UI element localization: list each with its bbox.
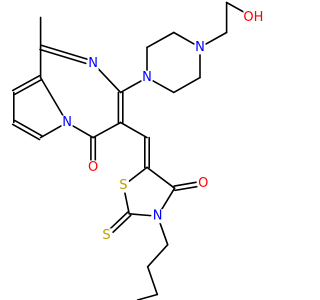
bond-a18-a19 <box>146 31 175 49</box>
atom-n-a20: N <box>194 40 206 55</box>
bond-a20-a23 <box>205 31 228 45</box>
atom-s-a33: S <box>101 228 112 243</box>
atom-label-background <box>87 160 99 175</box>
bond-a27-a28 <box>128 166 148 183</box>
bond-a7-a16-line1 <box>40 44 88 60</box>
atom-o-a32: O <box>197 176 209 191</box>
atom-label: N <box>62 115 72 130</box>
atom-label: O <box>198 176 208 191</box>
bond-a30-a34 <box>159 222 169 246</box>
bond-a11-a6 <box>39 76 65 118</box>
bond-a24-a25 <box>225 1 245 13</box>
bond-a19-a20 <box>173 31 195 45</box>
atom-label: N <box>195 40 205 55</box>
bond-layer <box>11 1 245 300</box>
bond-a35-a36 <box>146 265 159 296</box>
bond-a29-a33-line1 <box>112 214 132 233</box>
atom-oh-a25: OH <box>243 10 263 25</box>
bond-a9-a10-line2 <box>11 123 41 141</box>
atom-label-background <box>87 56 99 71</box>
atom-label-layer: N O N N N OH S N O S <box>61 10 263 243</box>
atom-label-background <box>243 10 264 25</box>
atom-label-background <box>61 115 73 130</box>
bond-a10-a11 <box>39 125 62 139</box>
bond-a15-a16 <box>97 67 122 94</box>
bond-a34-a35 <box>146 243 169 268</box>
atom-label: O <box>88 160 98 175</box>
atom-n-a16: N <box>87 56 99 71</box>
atom-label: N <box>142 70 152 85</box>
atom-label-background <box>194 40 206 55</box>
bond-a21-a22 <box>173 76 201 94</box>
bond-a22-a17 <box>152 80 175 94</box>
bond-a15-a17 <box>119 80 142 94</box>
bond-a31-a32-line2 <box>174 185 198 192</box>
atom-label-background <box>101 228 112 243</box>
atom-label-background <box>141 70 153 85</box>
bond-a29-a30 <box>128 213 152 217</box>
bond-a7-a16-line2 <box>39 48 87 65</box>
bond-a31-a27 <box>146 166 176 189</box>
bond-a30-a31 <box>160 187 176 212</box>
atom-label-background <box>152 209 164 224</box>
bond-a14-a26 <box>119 121 148 139</box>
atom-o-a13: O <box>87 160 99 175</box>
bond-a6-a8-line2 <box>11 74 41 92</box>
atom-label-background <box>117 178 129 193</box>
molecule-diagram: N O N N N OH S N O S <box>11 1 263 300</box>
bond-a28-a29 <box>124 191 130 215</box>
bond-a9-a10-line1 <box>14 119 43 137</box>
atom-label: S <box>102 228 110 243</box>
bond-a31-a32-line1 <box>173 181 197 187</box>
atom-label: N <box>88 56 98 71</box>
bond-a12-a14 <box>92 121 122 139</box>
atom-label: OH <box>243 10 263 25</box>
atom-n-a11: N <box>61 115 73 130</box>
atom-label: N <box>153 209 163 224</box>
atom-label: S <box>119 178 127 193</box>
bond-a29-a33-line2 <box>109 211 129 230</box>
bond-a11-a12 <box>72 125 94 139</box>
bond-a36-a37 <box>136 293 159 300</box>
atom-n-a30: N <box>152 209 164 224</box>
atom-label-background <box>197 176 209 191</box>
atom-s-a28: S <box>117 178 129 193</box>
atom-n-a17: N <box>141 70 153 85</box>
bond-a6-a8-line1 <box>14 78 43 96</box>
